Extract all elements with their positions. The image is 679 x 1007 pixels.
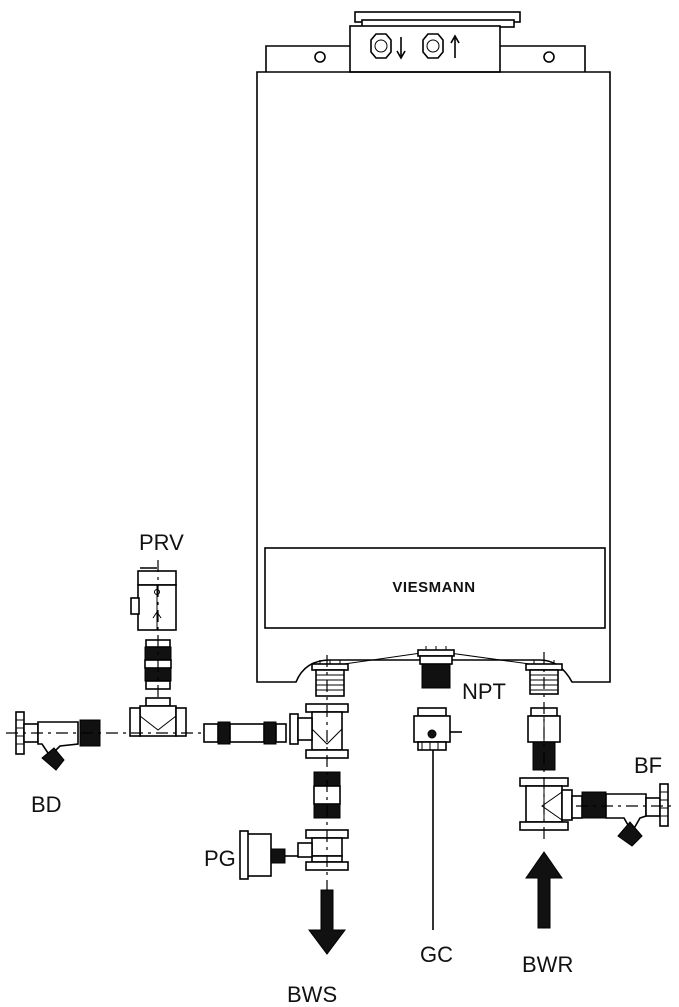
fill-valve [571, 783, 669, 847]
gauge-tee [297, 829, 349, 871]
boiler-casing [256, 71, 611, 683]
gas-connection-fitting [417, 646, 455, 689]
bracket-hole-right [543, 51, 555, 63]
label-pg: PG [204, 846, 236, 871]
label-prv: PRV [139, 530, 184, 555]
supply-tee [289, 703, 349, 759]
label-bd: BD [31, 792, 62, 817]
label-bf: BF [634, 753, 662, 778]
flue-outlet-arrow-down-icon [396, 37, 406, 60]
pressure-gauge [239, 830, 298, 880]
label-bwr: BWR [522, 952, 573, 977]
relief-tee [129, 697, 187, 737]
label-npt: NPT [462, 679, 506, 704]
supply-outlet-fitting [311, 660, 349, 697]
label-gc: GC [420, 942, 453, 967]
drain-valve [15, 711, 101, 771]
mounting-bracket [265, 45, 586, 72]
gas-shutoff-valve [413, 707, 462, 751]
bracket-hole-left [314, 51, 326, 63]
relief-valve [130, 567, 177, 631]
front-panel [264, 547, 606, 629]
air-intake-fitting [422, 33, 444, 59]
supply-flow-arrow-down-icon [308, 889, 346, 955]
relief-connecting-nipple [203, 721, 287, 745]
label-bws: BWS [287, 982, 337, 1007]
return-flow-arrow-up-icon [525, 851, 563, 929]
flue-outlet-fitting [370, 33, 392, 59]
air-intake-arrow-up-icon [450, 34, 460, 58]
brand-logo: VIESMANN [392, 579, 475, 596]
vent-collar [349, 11, 521, 73]
return-tee [519, 777, 573, 831]
